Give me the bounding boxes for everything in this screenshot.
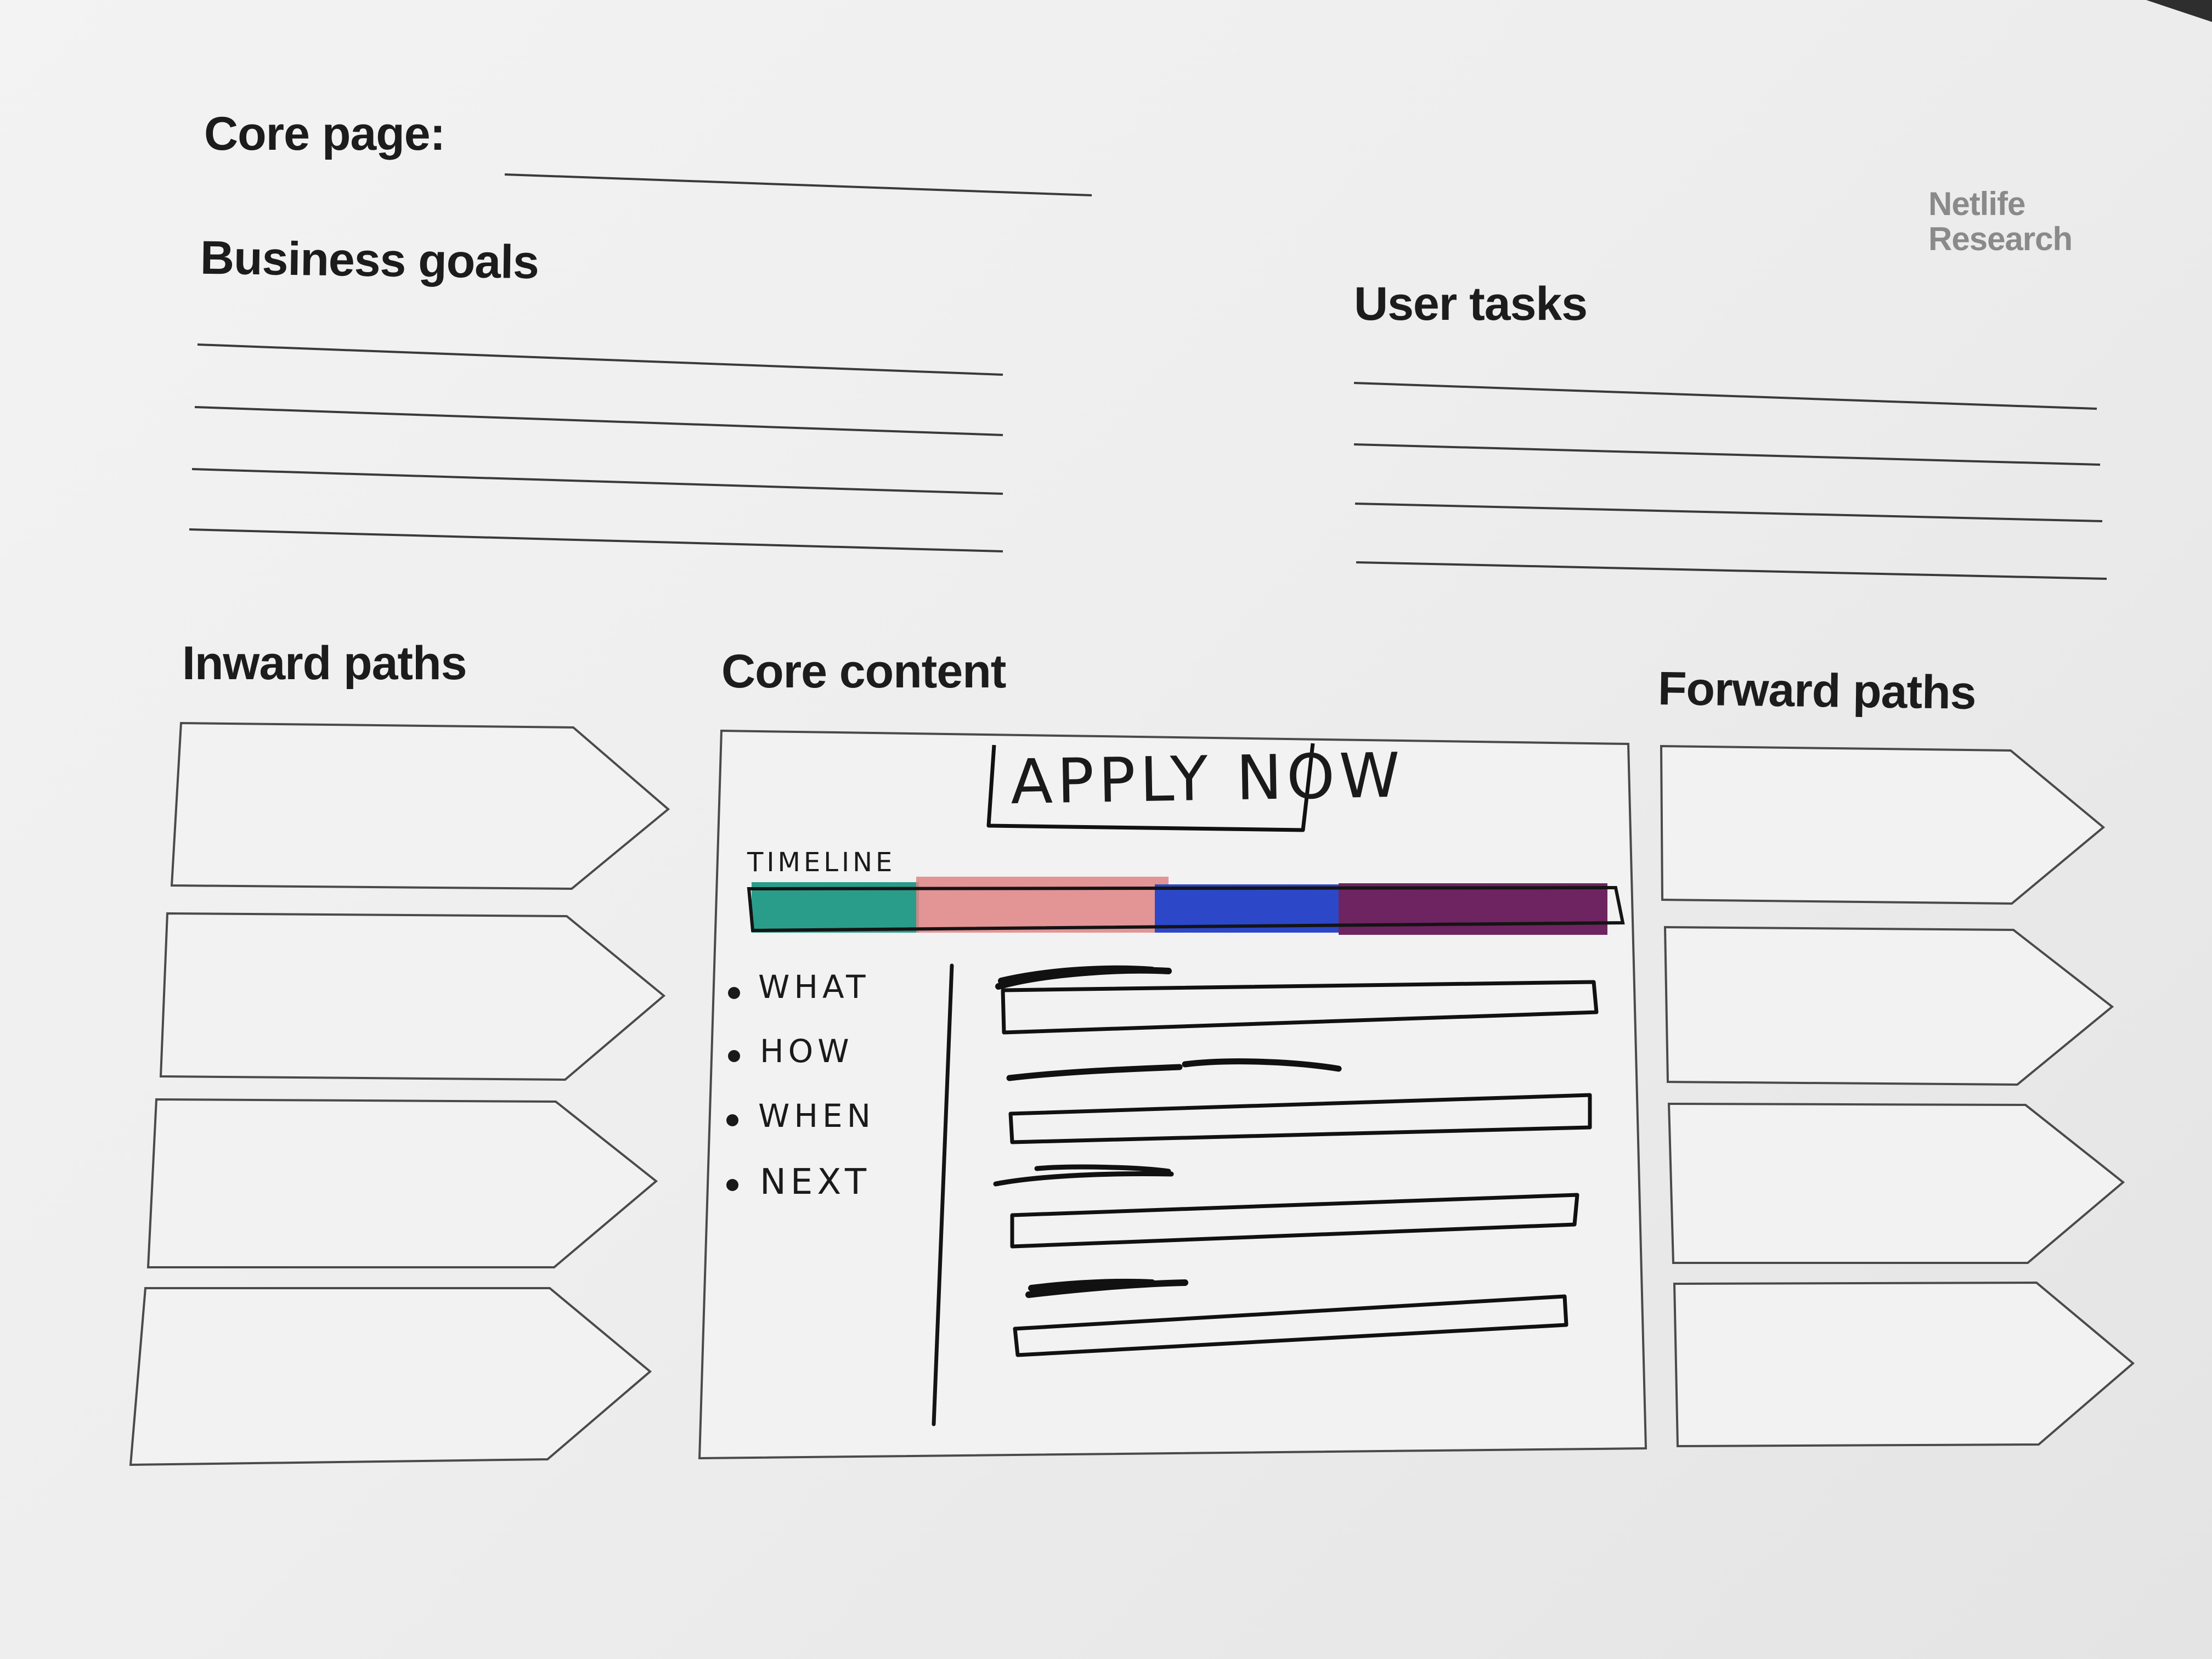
user-task-line-3 bbox=[1355, 503, 2103, 522]
user-task-line-4 bbox=[1356, 561, 2107, 580]
nav-bullet-2 bbox=[728, 1050, 740, 1062]
inward-paths-heading: Inward paths bbox=[182, 637, 467, 690]
forward-path-arrow-1 bbox=[1660, 744, 2106, 905]
user-tasks-heading: User tasks bbox=[1354, 278, 1588, 330]
nav-bullet-1 bbox=[728, 987, 740, 999]
user-task-line-2 bbox=[1353, 443, 2101, 466]
nav-item-how: HOW bbox=[760, 1032, 854, 1070]
netlife-research-logo: Netlife Research bbox=[1928, 185, 2073, 257]
inward-path-arrow-2 bbox=[159, 912, 666, 1081]
content-field-2 bbox=[1008, 1093, 1592, 1144]
forward-path-arrow-4 bbox=[1673, 1281, 2135, 1448]
business-goal-line-2 bbox=[194, 406, 1003, 436]
heading-scribble-1 bbox=[995, 965, 1172, 990]
core-content-heading: Core content bbox=[721, 645, 1006, 698]
business-goal-line-3 bbox=[191, 468, 1003, 495]
nav-item-when: WHEN bbox=[758, 1097, 875, 1135]
core-page-write-line bbox=[504, 173, 1092, 196]
content-field-4 bbox=[1013, 1294, 1568, 1357]
brand-line-2: Research bbox=[1928, 221, 2073, 257]
timeline-segment-4 bbox=[1339, 883, 1607, 935]
nav-bullet-4 bbox=[726, 1179, 738, 1191]
apply-now-label: APPLY NOW bbox=[1009, 740, 1406, 819]
content-field-3 bbox=[1010, 1193, 1579, 1249]
inward-path-arrow-4 bbox=[129, 1287, 652, 1466]
nav-divider bbox=[932, 963, 954, 1426]
brand-line-1: Netlife bbox=[1928, 185, 2025, 222]
inward-path-arrow-1 bbox=[170, 721, 670, 890]
nav-item-what: WHAT bbox=[758, 968, 870, 1006]
timeline-segment-1 bbox=[752, 882, 919, 933]
core-page-label: Core page: bbox=[204, 108, 445, 160]
business-goal-line-4 bbox=[189, 528, 1003, 552]
apply-now-button bbox=[986, 743, 1315, 832]
forward-path-arrow-2 bbox=[1663, 926, 2114, 1086]
nav-item-next: NEXT bbox=[760, 1162, 871, 1203]
heading-scribble-3 bbox=[993, 1164, 1174, 1187]
content-field-1 bbox=[1001, 980, 1599, 1035]
inward-path-arrow-3 bbox=[146, 1098, 658, 1268]
heading-scribble-4 bbox=[1025, 1278, 1188, 1298]
nav-bullet-3 bbox=[726, 1114, 738, 1126]
business-goal-line-1 bbox=[197, 343, 1003, 376]
heading-scribble-2 bbox=[1006, 1058, 1342, 1081]
timeline-outline bbox=[747, 885, 1625, 933]
timeline-bar bbox=[747, 877, 1625, 935]
forward-path-arrow-3 bbox=[1667, 1102, 2125, 1264]
user-task-line-1 bbox=[1353, 382, 2097, 410]
core-content-frame bbox=[698, 729, 1647, 1460]
timeline-label: TIMELINE bbox=[747, 847, 895, 878]
timeline-segment-2 bbox=[916, 877, 1169, 933]
